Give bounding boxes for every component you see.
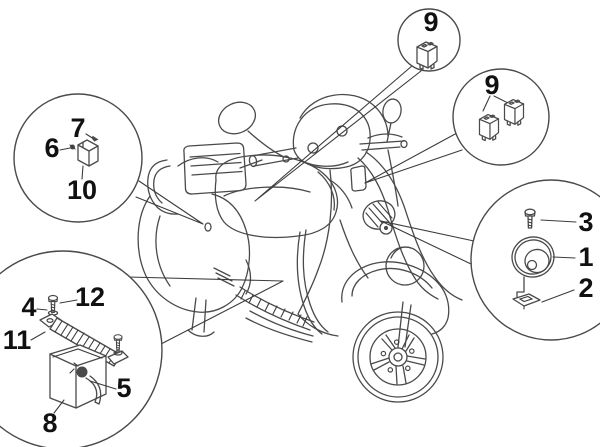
left-mirror [218,101,290,163]
callout-label-6: 6 [44,133,59,163]
relay-icon [503,98,525,127]
leg-shield [297,151,463,337]
horn-icon [511,236,555,310]
callout-label-11: 11 [3,325,32,355]
horn-grille [362,200,396,235]
front-wheel [352,311,444,403]
callout-label-1: 1 [578,242,593,272]
right-grip [359,133,408,207]
callout-label-10: 10 [67,175,97,205]
callout-label-2: 2 [578,273,593,303]
right-mirror [382,98,402,143]
callout-label-9-top: 9 [423,7,438,37]
callout-label-8: 8 [42,408,57,438]
callout-flasher-left: 7 6 10 [13,93,143,223]
callout-label-12: 12 [75,282,105,312]
callout-relay-top: 9 [397,7,461,72]
seat [177,154,339,239]
callout-label-3: 3 [578,207,593,237]
floorboard [235,229,329,343]
callout-label-4: 4 [21,292,36,322]
callout-label-5: 5 [116,373,131,403]
rear-rack [147,142,247,215]
callout-leaders [127,64,475,345]
flasher-unit-icon [69,135,99,167]
battery-icon [49,344,107,409]
relay-icon [416,41,438,70]
callout-horn-right: 3 1 2 [470,179,600,341]
battery-strap-icon [39,313,129,367]
callout-battery-bottom: 12 4 11 5 8 [0,250,163,447]
handlebar-headset [292,93,389,170]
callout-label-7: 7 [70,113,85,143]
callout-relays-right: 9 [452,68,550,166]
scooter-illustration [137,93,463,403]
relay-icon [478,113,500,142]
callout-label-9-right: 9 [484,70,499,100]
